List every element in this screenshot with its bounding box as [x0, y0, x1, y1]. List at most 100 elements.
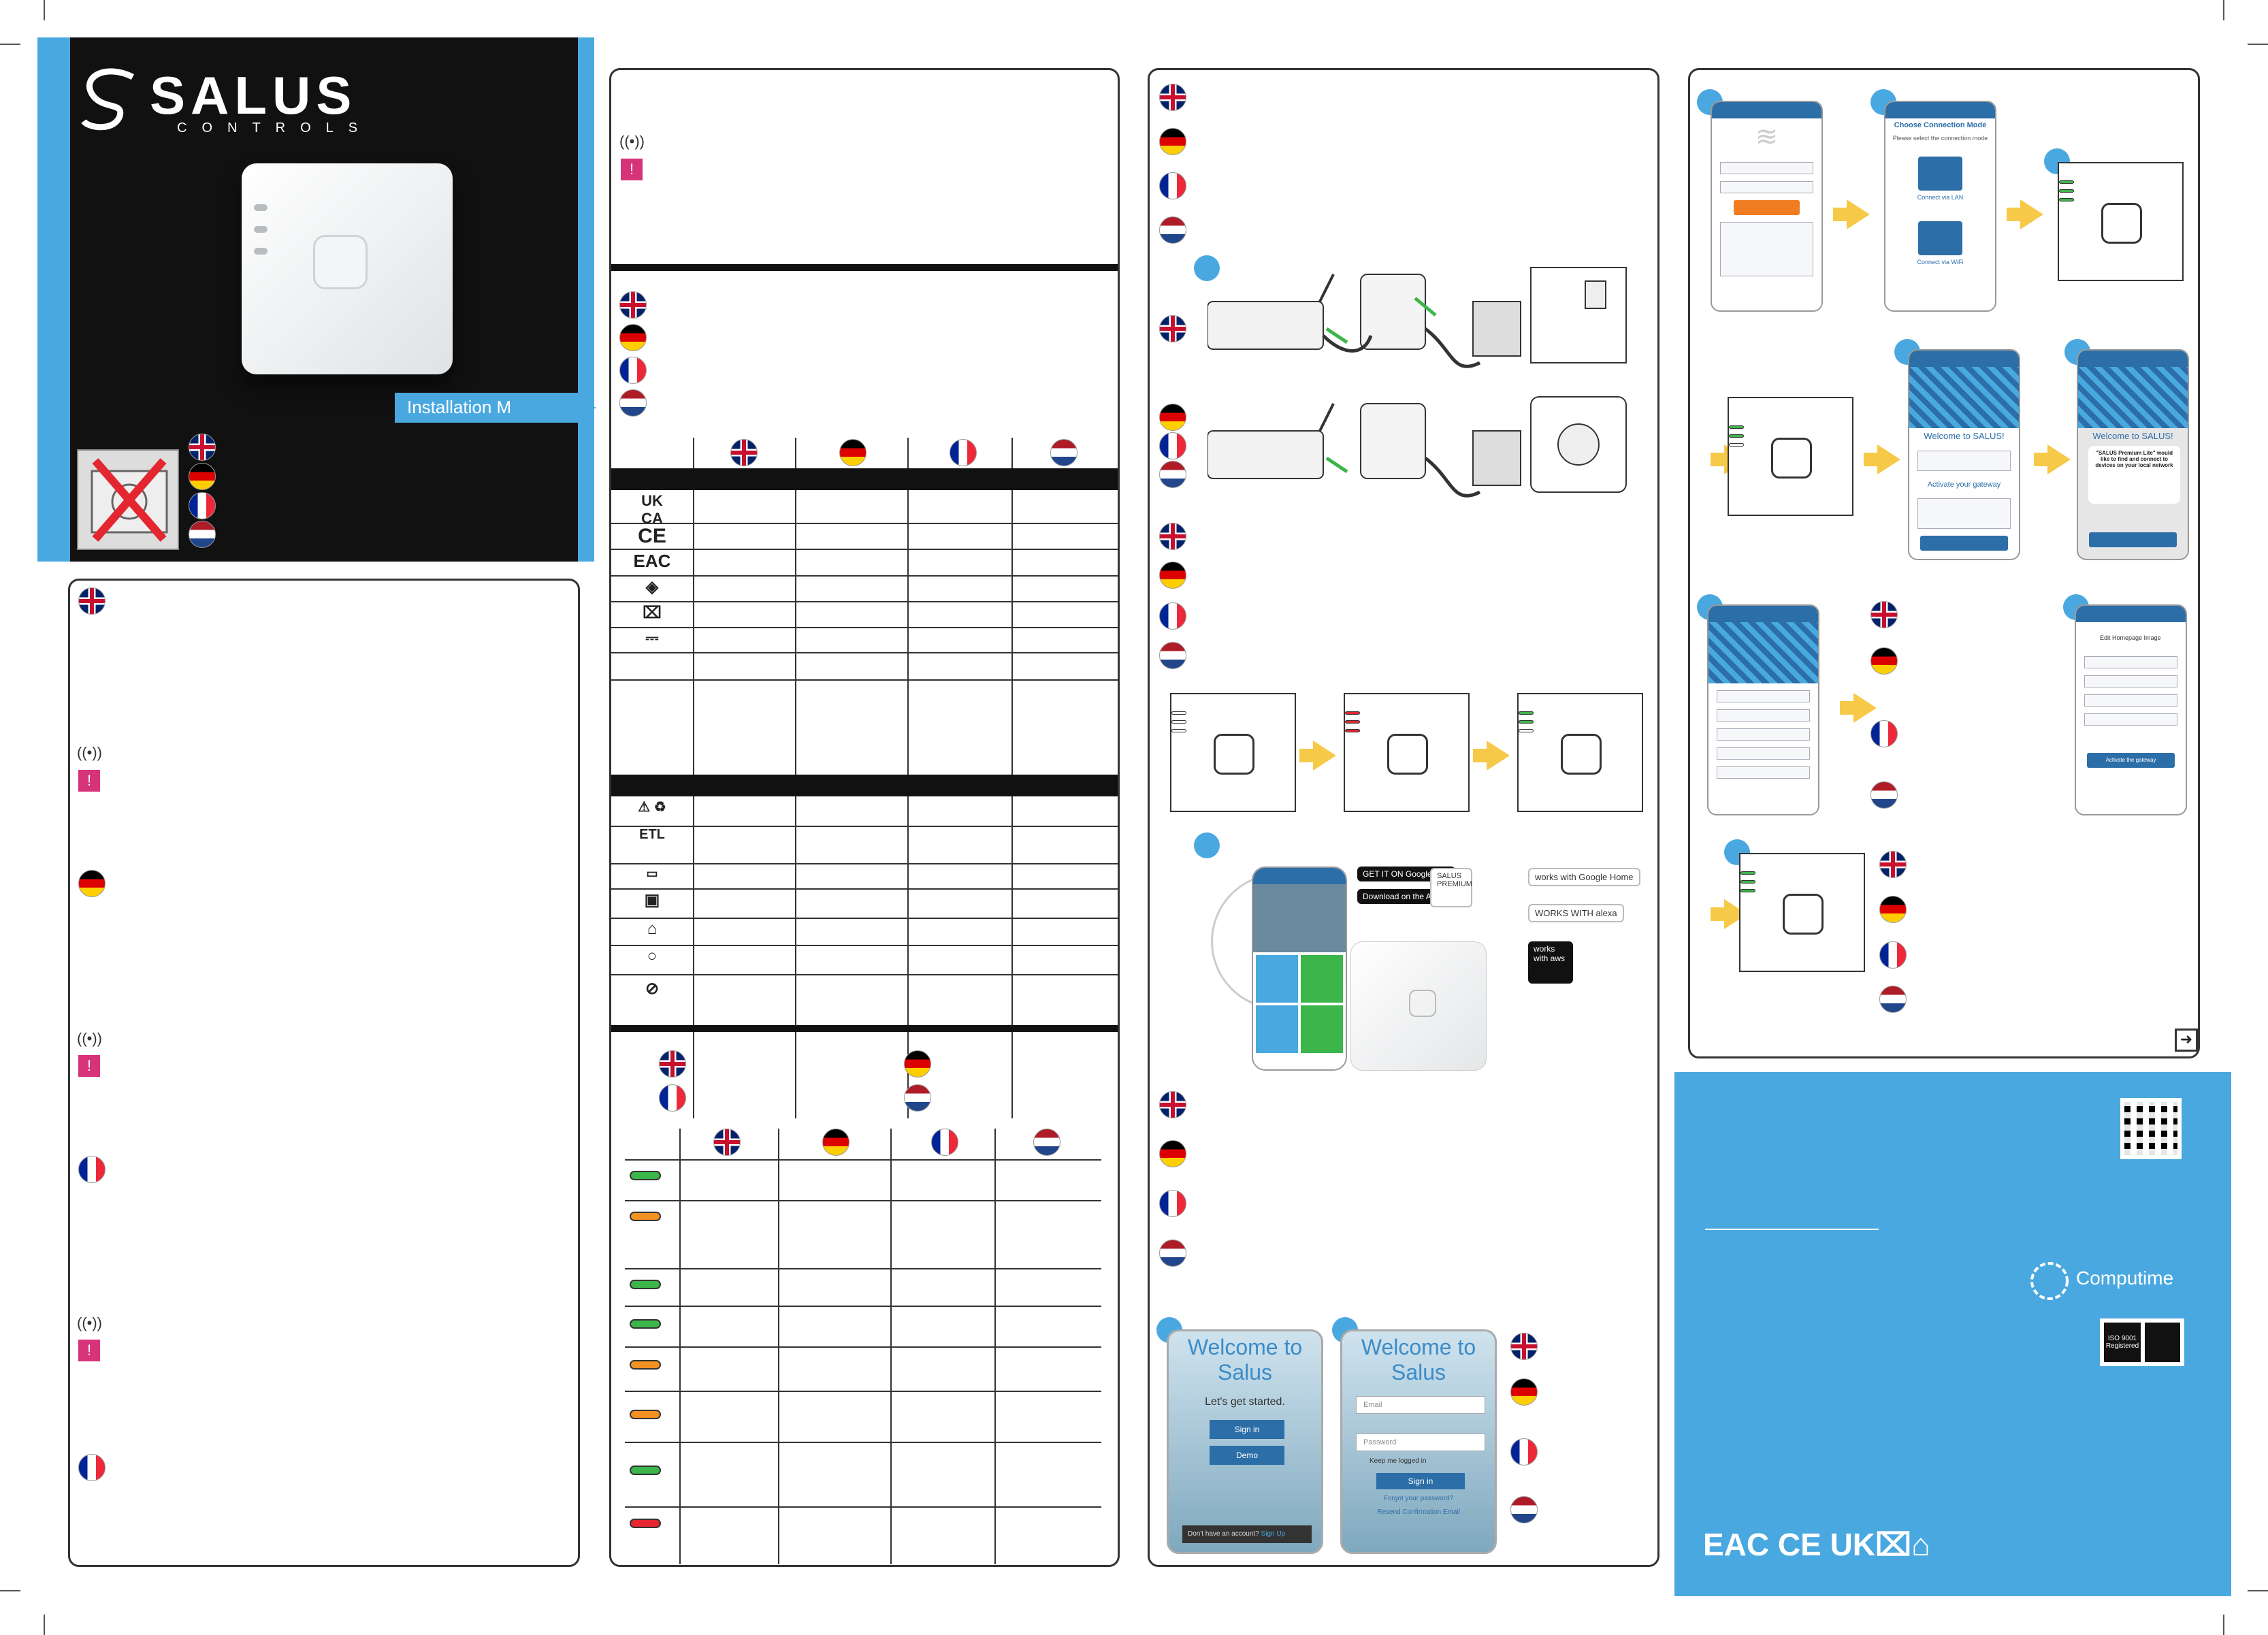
led-red [1345, 720, 1360, 724]
led-green-solid [630, 1466, 661, 1475]
france-flag-icon [1159, 602, 1186, 630]
arrow-right-icon [1840, 693, 1877, 723]
germany-flag-icon [904, 1050, 931, 1078]
led-green [1519, 720, 1534, 724]
setup-panel: GET IT ON Google Play Download on the Ap… [1148, 68, 1659, 1567]
table-row-line [611, 826, 1118, 827]
time-select[interactable] [1717, 747, 1810, 760]
led-green [2059, 189, 2074, 193]
permission-dialog: "SALUS Premium Lite" would like to find … [2088, 446, 2180, 504]
gateway-button [1783, 894, 1824, 935]
sign-up-link[interactable]: Sign Up [1261, 1530, 1286, 1538]
france-flag-icon [931, 1129, 958, 1156]
table-row-line [611, 974, 1118, 975]
activate-button[interactable] [1920, 536, 2008, 551]
device-led [254, 226, 268, 233]
resend-link[interactable]: Resend Confirmation Email [1377, 1508, 1460, 1516]
uk-flag-icon [1159, 315, 1186, 342]
country-select[interactable] [1717, 709, 1810, 722]
germany-flag-icon [1159, 404, 1186, 431]
gateway-button[interactable] [2101, 203, 2142, 244]
salus-premium-badge[interactable]: SALUS PREMIUM [1430, 868, 1472, 907]
certification-marks-icon: EAC CE UK⌧⌂ [1703, 1527, 1930, 1562]
table-row-line [611, 918, 1118, 919]
crop-mark [0, 44, 20, 45]
demo-button[interactable]: Demo [1210, 1446, 1284, 1465]
activate-button[interactable] [2089, 532, 2177, 547]
ukas-icon [2145, 1323, 2180, 1362]
email-field[interactable]: Email [1356, 1396, 1485, 1414]
iso-badge: ISO 9001 Registered [2100, 1318, 2184, 1366]
led-green-solid [630, 1280, 661, 1289]
homepage-image-label[interactable]: Edit Homepage Image [2100, 634, 2161, 641]
wireless-icon: ((•)) [77, 1030, 103, 1047]
lan-option-icon[interactable] [1918, 157, 1962, 191]
crop-mark [2223, 1615, 2224, 1635]
activate-gateway-button[interactable]: Activate the gateway [2087, 753, 2175, 768]
dc-current-icon: ⎓ [645, 629, 659, 647]
germany-flag-icon [619, 324, 647, 351]
section-divider [611, 264, 1118, 271]
eac-mark-icon: EAC [633, 551, 671, 571]
france-flag-icon [1870, 720, 1898, 747]
wireless-icon: ((•)) [619, 133, 645, 150]
crop-mark [2223, 0, 2224, 20]
gateway-device-image [242, 163, 453, 374]
lan-label: Connect via LAN [1917, 194, 1964, 201]
qr-code-icon[interactable] [2120, 1098, 2182, 1159]
warning-icon: ! [78, 1340, 100, 1361]
led-red [1345, 711, 1360, 715]
uk-flag-icon [78, 587, 106, 615]
next-page-icon[interactable]: ➜ [2175, 1029, 2198, 1052]
arrow-right-icon [1864, 444, 1900, 474]
weee-bin-icon: ⌧ [643, 604, 662, 622]
netherlands-flag-icon [1159, 461, 1186, 488]
unit-select[interactable] [1717, 766, 1810, 779]
uk-flag-icon [1870, 601, 1898, 628]
france-flag-icon [1510, 1438, 1538, 1466]
gateway-name-field[interactable] [1717, 690, 1810, 702]
sign-in-button[interactable]: Sign in [1376, 1473, 1465, 1489]
form-field[interactable] [2084, 675, 2177, 687]
form-field[interactable] [2084, 713, 2177, 726]
cover-accent-left [37, 37, 70, 562]
netherlands-flag-icon [619, 389, 647, 417]
crop-mark [2248, 1590, 2268, 1591]
form-field[interactable] [2084, 694, 2177, 707]
iso-9001-icon: ISO 9001 Registered [2104, 1323, 2141, 1362]
sign-in-button[interactable]: Sign in [1210, 1420, 1284, 1439]
forgot-password-link[interactable]: Forgot your password? [1383, 1495, 1454, 1502]
cover-accent-right [578, 37, 594, 562]
netherlands-flag-icon [1510, 1496, 1538, 1523]
uk-flag-icon [659, 1050, 686, 1078]
keep-logged-checkbox[interactable]: Keep me logged in [1370, 1457, 1427, 1465]
gateway-settings-screen [1707, 604, 1819, 815]
led-table-row-line [625, 1159, 1101, 1161]
wifi-option-icon[interactable] [1918, 221, 1962, 255]
france-flag-icon [950, 439, 977, 466]
form-field[interactable] [2084, 656, 2177, 668]
germany-flag-icon [1159, 562, 1186, 589]
phone-header [1708, 606, 1818, 622]
crop-mark [44, 1615, 45, 1635]
table-row-line [611, 945, 1118, 946]
france-flag-icon [1879, 941, 1907, 969]
google-home-badge: works with Google Home [1528, 868, 1640, 886]
led-orange-flashing [630, 1410, 661, 1419]
section-divider [611, 1025, 1118, 1032]
activate-button[interactable] [1734, 200, 1800, 215]
led-off [1519, 729, 1534, 732]
led-green [1740, 889, 1755, 892]
uk-wiring-diagram [1208, 267, 1627, 368]
led-table-row-line [625, 1506, 1101, 1508]
header-pattern [2078, 367, 2188, 428]
phone-header [1712, 102, 1821, 118]
timezone-select[interactable] [1717, 728, 1810, 741]
led-orange-solid [630, 1360, 661, 1370]
password-field[interactable]: Password [1356, 1434, 1485, 1451]
table-row-line [611, 679, 1118, 681]
arrow-right-icon [2007, 199, 2043, 229]
permission-dialog-screen: Welcome to SALUS! "SALUS Premium Lite" w… [2077, 349, 2189, 560]
no-wiring-image [77, 449, 179, 550]
